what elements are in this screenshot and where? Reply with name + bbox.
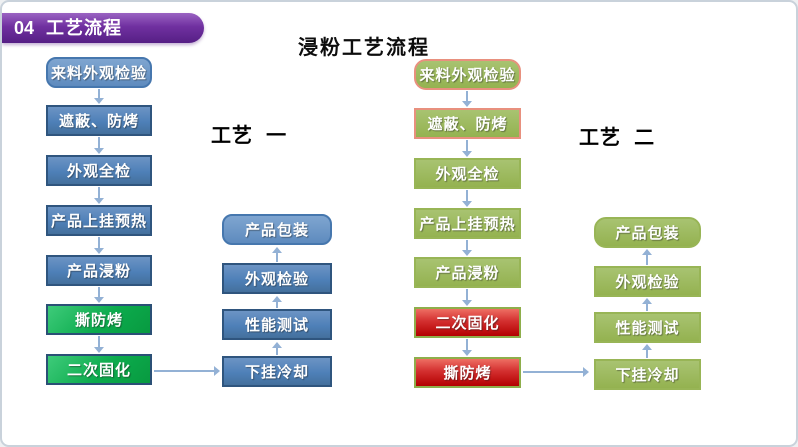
flow-arrow — [461, 289, 473, 306]
flow-arrow — [641, 344, 653, 358]
flow-arrow — [641, 249, 653, 265]
flow-step: 遮蔽、防烤 — [414, 108, 521, 139]
flow-step: 二次固化 — [46, 354, 152, 385]
flow-arrow — [93, 336, 105, 353]
flow-arrow — [271, 342, 283, 355]
flow-step: 外观全检 — [46, 155, 152, 186]
flow-arrow — [461, 339, 473, 356]
flow-step: 性能测试 — [222, 309, 332, 340]
flow-step: 外观检验 — [594, 266, 701, 297]
process2-label: 工艺 二 — [579, 127, 656, 149]
flow-step: 撕防烤 — [414, 357, 521, 388]
flow-arrow — [93, 287, 105, 303]
flow-step: 产品包装 — [594, 217, 701, 248]
flow-step: 产品上挂预热 — [46, 205, 152, 236]
flow-step: 外观全检 — [414, 158, 521, 189]
flow-arrow — [93, 237, 105, 254]
flow-arrow — [93, 89, 105, 104]
flow-step: 撕防烤 — [46, 304, 152, 335]
flow-step: 遮蔽、防烤 — [46, 105, 152, 136]
flow-step: 二次固化 — [414, 307, 521, 338]
flow-arrow — [271, 247, 283, 262]
section-number: 04 — [14, 18, 35, 38]
flow-arrow — [641, 298, 653, 311]
flow-step: 外观检验 — [222, 263, 332, 294]
flow-arrow — [461, 190, 473, 207]
flow-step: 来料外观检验 — [46, 57, 152, 88]
flow-step: 产品浸粉 — [414, 257, 521, 288]
flow-step: 下挂冷却 — [222, 356, 332, 387]
flow-arrow — [523, 366, 589, 378]
flow-arrow — [93, 187, 105, 204]
flow-arrow — [93, 137, 105, 154]
flow-step: 产品包装 — [222, 214, 332, 245]
flow-step: 产品浸粉 — [46, 255, 152, 286]
flow-arrow — [271, 296, 283, 308]
section-title: 工艺流程 — [46, 18, 123, 38]
flow-step: 性能测试 — [594, 312, 701, 343]
flow-arrow — [461, 140, 473, 157]
flow-step: 下挂冷却 — [594, 359, 701, 390]
flow-arrow — [154, 365, 220, 377]
section-badge: 04 工艺流程 — [2, 13, 204, 43]
flow-step: 产品上挂预热 — [414, 208, 521, 239]
flow-arrow — [461, 240, 473, 256]
flow-step: 来料外观检验 — [414, 59, 521, 90]
flow-arrow — [461, 91, 473, 107]
slide-title: 浸粉工艺流程 — [298, 37, 430, 59]
process1-label: 工艺 一 — [211, 125, 288, 147]
